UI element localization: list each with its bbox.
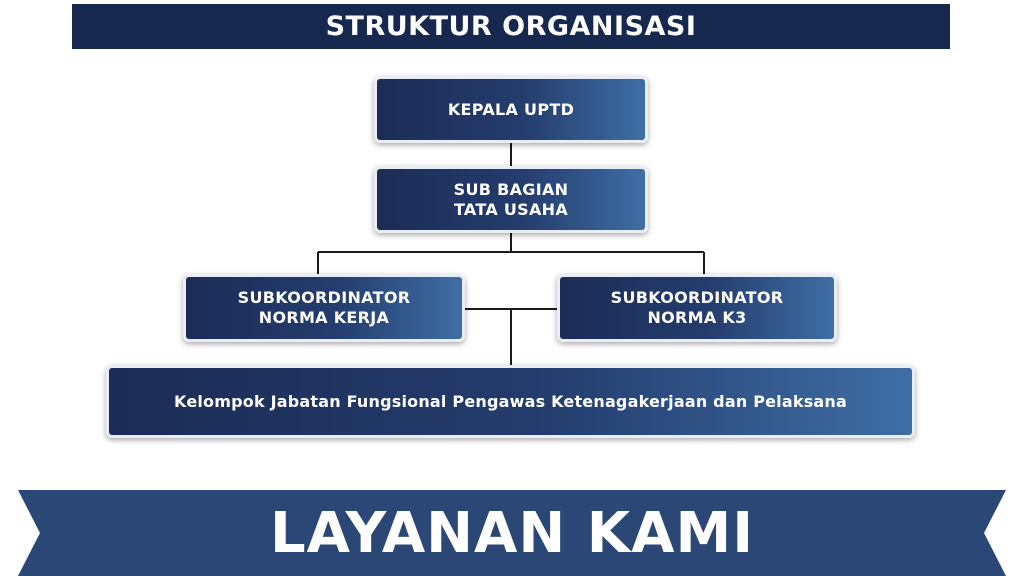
kelompok-jabatan-box: Kelompok Jabatan Fungsional Pengawas Ket… <box>106 365 915 438</box>
kepala-uptd-label: KEPALA UPTD <box>447 99 575 119</box>
kelompok-jabatan-label: Kelompok Jabatan Fungsional Pengawas Ket… <box>174 391 847 411</box>
sub-bagian-label-line2: TATA USAHA <box>453 199 569 219</box>
subkoordinator-norma-k3-box: SUBKOORDINATOR NORMA K3 <box>557 274 837 342</box>
norma-kerja-label-line1: SUBKOORDINATOR <box>237 288 411 307</box>
banner-ribbon-shape <box>18 490 1006 576</box>
layanan-kami-banner: LAYANAN KAMI <box>0 490 1024 576</box>
sub-bagian-label-line1: SUB BAGIAN <box>453 179 569 199</box>
subkoordinator-norma-kerja-box: SUBKOORDINATOR NORMA KERJA <box>183 274 465 342</box>
norma-kerja-label-line2: NORMA KERJA <box>258 308 390 327</box>
norma-k3-label-line1: SUBKOORDINATOR <box>610 288 784 307</box>
norma-k3-label-line2: NORMA K3 <box>647 308 747 327</box>
banner-label: LAYANAN KAMI <box>269 500 755 566</box>
page-title: STRUKTUR ORGANISASI <box>325 11 697 42</box>
title-bar: STRUKTUR ORGANISASI <box>72 4 950 49</box>
sub-bagian-box: SUB BAGIAN TATA USAHA <box>374 166 648 233</box>
kepala-uptd-box: KEPALA UPTD <box>374 76 648 143</box>
